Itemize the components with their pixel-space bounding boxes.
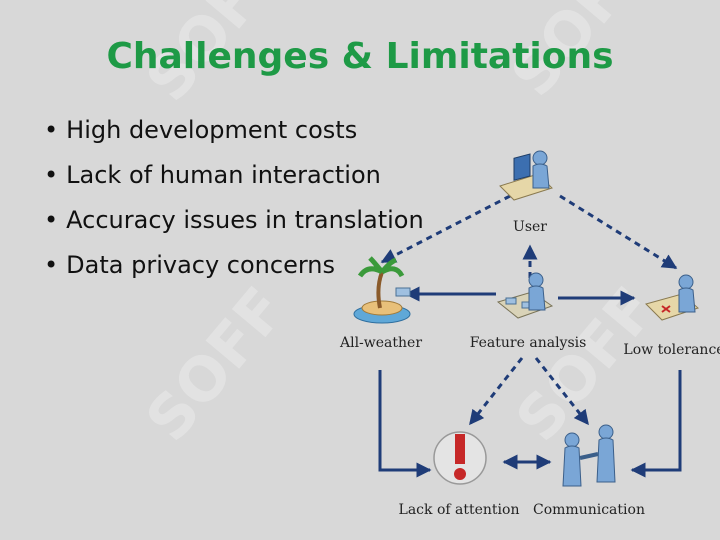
bullet-item: High development costs [44,108,424,153]
label-lack-of-attention: Lack of attention [399,502,520,518]
label-low-tolerance: Low tolerance [623,342,720,358]
label-user: User [513,219,547,235]
exclamation-icon [433,431,487,485]
person-with-papers-icon [496,272,554,319]
bullet-item: Data privacy concerns [44,243,424,288]
slide-title: Challenges & Limitations [106,36,614,77]
label-communication: Communication [533,502,645,518]
label-all-weather: All-weather [339,335,422,351]
bullet-list: High development costs Lack of human int… [44,108,424,288]
arrow-feature-to-communication [534,357,590,426]
computer-user-icon [499,150,553,201]
arrow-low-tolerance-to-communication [630,370,682,478]
island-tree-icon [353,256,411,324]
arrow-all-weather-to-attention [378,370,432,478]
diagram-arrows [378,194,682,478]
arrow-user-to-all-weather [380,194,511,264]
bullet-item: Accuracy issues in translation [44,198,424,243]
label-feature-analysis: Feature analysis [470,335,587,351]
person-at-desk-icon [645,274,699,321]
arrow-user-to-low-tolerance [559,194,678,270]
arrow-feature-to-attention [468,357,524,426]
handshake-icon [562,424,616,487]
bullet-item: Lack of human interaction [44,153,424,198]
